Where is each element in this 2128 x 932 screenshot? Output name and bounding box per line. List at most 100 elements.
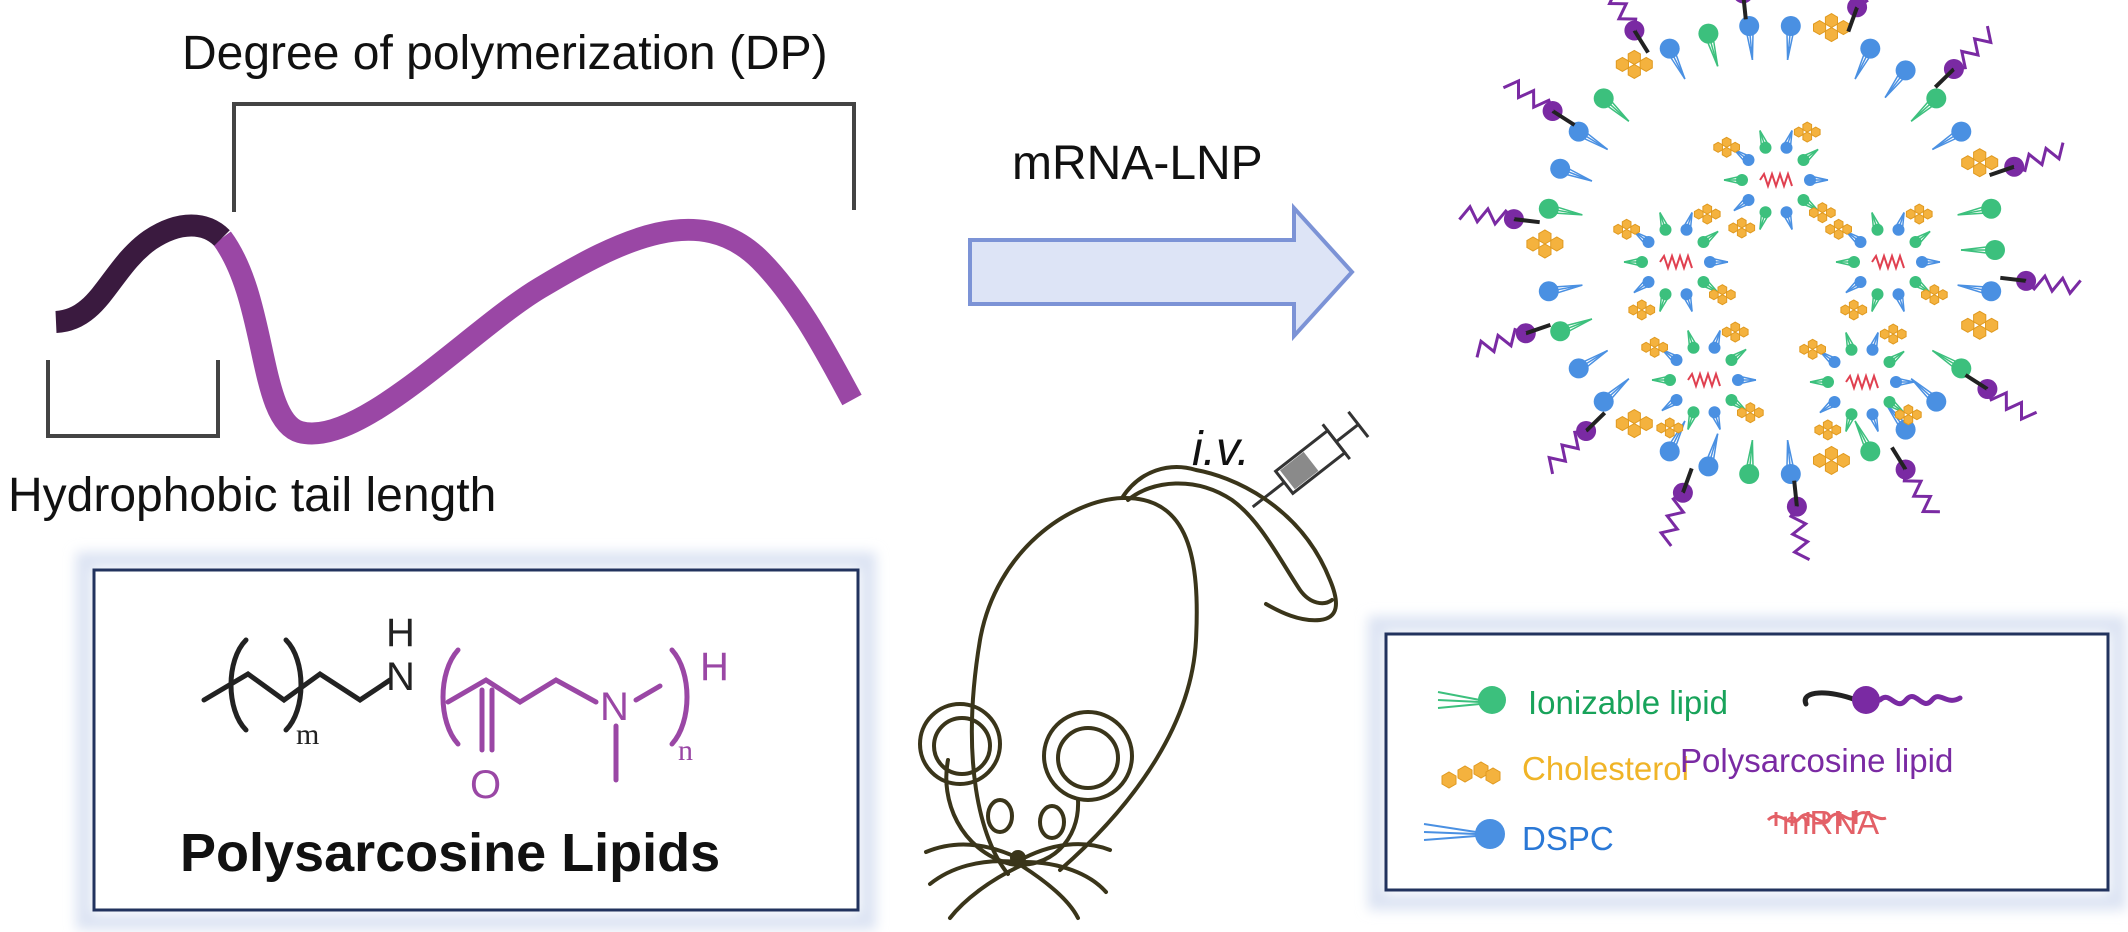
cholesterol-mark (1630, 223, 1640, 235)
ionizable-lipid (1926, 88, 1947, 109)
cholesterol-mark (1824, 445, 1838, 461)
ionizable-lipid (1636, 256, 1648, 268)
dspc-lipid (1538, 281, 1559, 302)
dspc-lipid (1828, 396, 1841, 408)
psar-anchor (1681, 467, 1694, 494)
cholesterol-mark (1807, 348, 1818, 360)
hydrophobic-tail (54, 214, 230, 333)
cholesterol-mark (1627, 409, 1641, 425)
dspc-lipid (1708, 406, 1721, 419)
cholesterol-mark (1973, 324, 1987, 340)
cholesterol-mark (1702, 203, 1713, 215)
cholesterol-mark (1817, 202, 1828, 214)
cholesterol-mark (1802, 121, 1813, 133)
tail-length-label: Hydrophobic tail length (8, 469, 497, 522)
cholesterol-mark (1627, 423, 1641, 439)
cholesterol-mark (1809, 207, 1819, 219)
cholesterol-mark (1905, 208, 1916, 220)
ionizable-lipid (1848, 256, 1860, 268)
dspc-lipid (1680, 288, 1693, 301)
cholesterol-mark (1842, 223, 1852, 235)
legend-ionizable-label: Ionizable lipid (1528, 684, 1728, 721)
cholesterol-mark (1628, 304, 1639, 316)
dspc-lipid (1550, 158, 1571, 179)
mouse-icon (918, 465, 1338, 920)
ionizable-lipid (1739, 464, 1760, 484)
ionizable-lipid (1550, 321, 1571, 342)
psar-anchor (1846, 6, 1859, 33)
psar-anchor (1513, 217, 1540, 225)
dspc-lipid (1926, 391, 1947, 412)
cholesterol-mark (1985, 155, 1999, 171)
cholesterol-mark (1730, 141, 1740, 153)
cholesterol-mark (1922, 208, 1933, 220)
ionizable-lipid (1822, 376, 1834, 388)
dspc-lipid (1780, 206, 1793, 219)
ionizable-lipid (1845, 408, 1858, 421)
ionizable-lipid (1951, 358, 1972, 379)
cholesterol-mark (1985, 317, 1999, 333)
cholesterol-mark (1745, 412, 1756, 424)
cholesterol-mark (1895, 409, 1905, 421)
cholesterol-mark (1921, 289, 1931, 301)
psar-anchor (1551, 109, 1576, 127)
tail-bracket (46, 360, 220, 438)
cholesterol-mark (1810, 126, 1821, 138)
psar-anchor (1584, 411, 1607, 433)
cholesterol-mark (1814, 424, 1825, 436)
dspc-lipid (1659, 38, 1680, 59)
cholesterol-mark (1903, 404, 1914, 416)
dspc-lipid (1698, 456, 1719, 477)
psar-anchor (1933, 67, 1956, 89)
psar-anchor (1964, 373, 1989, 391)
dspc-lipid (1916, 256, 1928, 268)
legend-dspc-label: DSPC (1522, 820, 1614, 857)
cholesterol-mark (1973, 148, 1987, 164)
psar-chain (1502, 78, 1555, 112)
ionizable-lipid (1698, 23, 1719, 44)
dspc-lipid (1739, 16, 1760, 36)
psar-chain (1475, 327, 1527, 358)
carbonyl-o: O (470, 763, 501, 807)
dp-label: Degree of polymerization (DP) (182, 27, 828, 80)
mrna-mark (1759, 170, 1793, 190)
cholesterol-mark (1973, 310, 1987, 326)
lnp-particle (1458, 0, 2082, 561)
dspc-lipid (1642, 236, 1655, 248)
cholesterol-mark (1538, 243, 1552, 259)
cholesterol-mark (1641, 341, 1651, 353)
legend-psar-icon (1802, 686, 1963, 714)
structure-skeleton (201, 637, 690, 783)
cholesterol-mark (1903, 414, 1914, 426)
dspc-lipid (1593, 391, 1614, 412)
dspc-lipid (1568, 358, 1589, 379)
psar-anchor (2000, 275, 2027, 283)
subscript-m: m (296, 718, 319, 751)
cholesterol-mark (1656, 422, 1667, 434)
cholesterol-mark (1822, 429, 1833, 441)
cholesterol-mark (1636, 299, 1647, 311)
dspc-lipid (1742, 154, 1755, 166)
amine-h: H (386, 611, 415, 655)
subscript-n: n (678, 734, 693, 767)
cholesterol-mark (1717, 284, 1728, 296)
cholesterol-mark (1693, 208, 1704, 220)
dspc-lipid (1895, 419, 1916, 440)
ionizable-lipid (1759, 206, 1772, 219)
cholesterol-mark (1824, 459, 1838, 475)
cholesterol-mark (1929, 294, 1940, 306)
dspc-lipid (1892, 288, 1905, 301)
cholesterol-mark (1888, 323, 1899, 335)
amine-n: N (386, 655, 415, 699)
cholesterol-mark (1836, 20, 1850, 36)
legend-dspc-icon (1423, 819, 1505, 849)
dspc-lipid (1568, 121, 1589, 142)
ionizable-lipid (1664, 374, 1676, 386)
cholesterol-mark (1621, 218, 1632, 230)
cholesterol-mark (1526, 236, 1540, 252)
cholesterol-mark (1754, 407, 1764, 419)
ionizable-lipid (1981, 198, 2002, 219)
dspc-lipid (1828, 356, 1841, 368)
process-arrow[interactable] (968, 202, 1355, 342)
cholesterol-mark (1857, 304, 1868, 316)
